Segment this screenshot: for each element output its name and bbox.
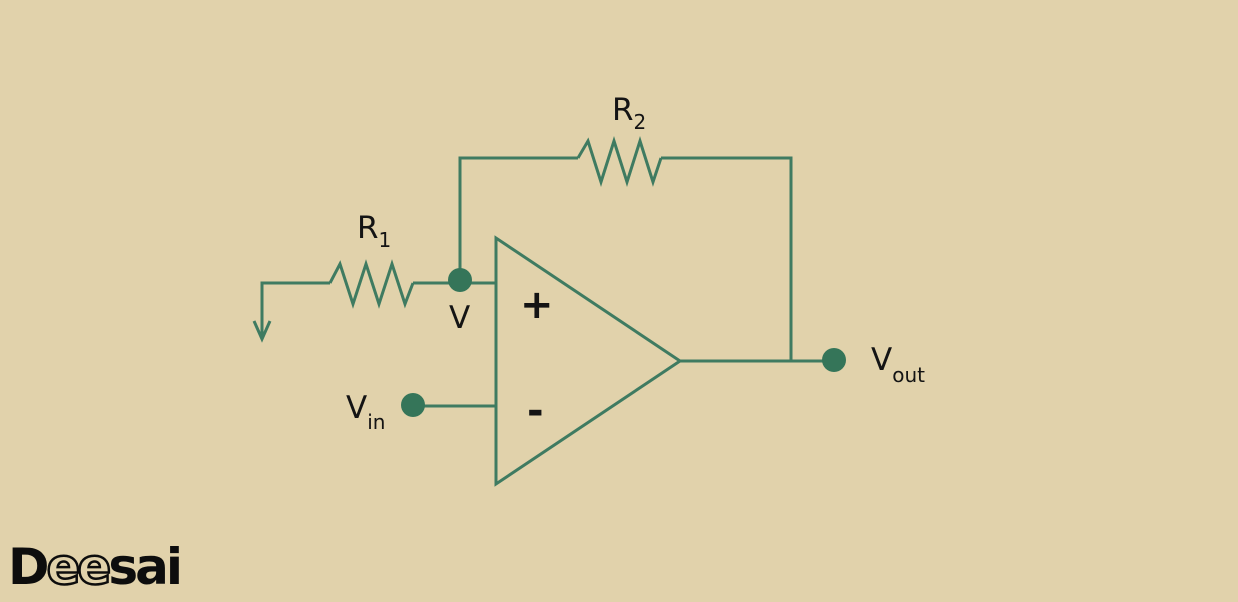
svg-text:Deesai: Deesai <box>8 538 180 596</box>
deesai-logo: Deesai <box>8 537 183 598</box>
vout-label: Vout <box>871 342 925 387</box>
opamp-triangle <box>494 235 683 487</box>
feedback-wire-left <box>458 156 578 280</box>
node-v <box>448 268 472 292</box>
ground-arrow-icon <box>252 320 272 343</box>
resistor-r1 <box>328 259 415 309</box>
ground-wire <box>260 281 330 336</box>
node-vin <box>401 393 425 417</box>
node-vout <box>822 348 846 372</box>
resistor-r2 <box>576 136 663 187</box>
plus-sign: + <box>520 282 554 328</box>
r1-label: R1 <box>357 210 391 252</box>
node-v-label: V <box>449 300 470 336</box>
minus-sign: - <box>527 388 544 434</box>
feedback-wire-right <box>661 156 793 360</box>
vin-label: Vin <box>346 390 385 434</box>
r2-label: R2 <box>612 92 646 134</box>
